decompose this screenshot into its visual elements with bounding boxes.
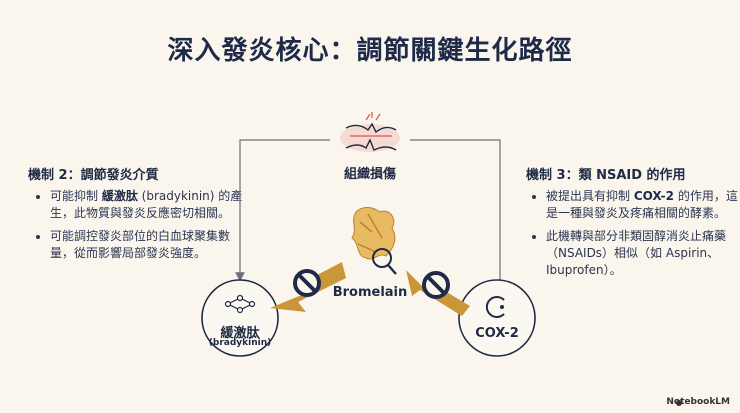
tissue-damage-icon: [340, 112, 400, 152]
watermark: NotebookLM: [666, 397, 730, 407]
tissue-to-bradykinin-line: [235, 139, 330, 282]
notebooklm-logo-icon: [676, 400, 682, 406]
mechanism-2-bullet-2: 可能調控發炎部位的白血球聚集數量，從而影響局部發炎強度。: [50, 228, 246, 262]
bromelain-label: Bromelain: [332, 285, 408, 300]
mechanism-2-bullet-1: 可能抑制 緩激肽 (bradykinin) 的產生，此物質與發炎反應密切相關。: [50, 188, 246, 222]
bradykinin-term: 緩激肽: [101, 189, 138, 203]
bradykinin-sublabel: (bradykinin): [208, 338, 272, 348]
cox2-node: [458, 279, 536, 357]
bradykinin-node: [201, 279, 279, 357]
page-title: 深入發炎核心：調節關鍵生化路徑: [167, 36, 573, 66]
mechanism-2-heading: 機制 2：調節發炎介質: [28, 168, 159, 183]
mechanism-2-list: 可能抑制 緩激肽 (bradykinin) 的產生，此物質與發炎反應密切相關。 …: [36, 188, 246, 268]
molecule-icon: [224, 294, 256, 314]
tissue-damage-label: 組織損傷: [343, 167, 396, 182]
tissue-to-cox2-line: [410, 139, 505, 297]
mechanism-3-bullet-1: 被提出具有抑制 COX-2 的作用，這是一種與發炎及疼痛相關的酵素。: [546, 188, 740, 222]
mechanism-3-heading: 機制 3：類 NSAID 的作用: [526, 168, 686, 183]
bradykinin-label: 緩激肽: [220, 326, 260, 341]
cox2-label: COX-2: [475, 326, 519, 341]
stop-icon-left: [293, 269, 321, 297]
bromelain-icon: [351, 207, 397, 275]
enzyme-icon: [485, 296, 505, 318]
mechanism-3-bullet-2: 此機轉與部分非類固醇消炎止痛藥（NSAIDs）相似（如 Aspirin、Ibup…: [546, 228, 740, 279]
stop-icon-right: [422, 271, 450, 299]
cox2-term: COX-2: [633, 189, 675, 203]
mechanism-3-list: 被提出具有抑制 COX-2 的作用，這是一種與發炎及疼痛相關的酵素。 此機轉與部…: [532, 188, 740, 285]
